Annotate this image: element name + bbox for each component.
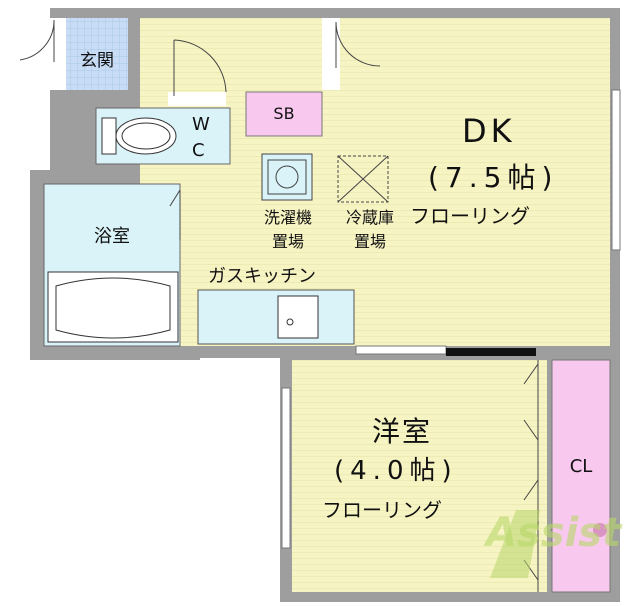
closet bbox=[551, 359, 611, 593]
western-window bbox=[281, 387, 291, 549]
dk-floor-label: フローリング bbox=[410, 204, 530, 228]
bath-label: 浴室 bbox=[94, 226, 130, 247]
sb-label: SB bbox=[273, 104, 295, 123]
western-size-label: (4.0帖) bbox=[334, 456, 458, 486]
bath-door bbox=[169, 189, 181, 240]
genkan-label: 玄関 bbox=[80, 51, 114, 71]
dk-size-label: (7.5帖) bbox=[428, 161, 559, 194]
genkan-tiles bbox=[66, 18, 128, 90]
wc-door bbox=[168, 39, 227, 106]
dk-name-label: DK bbox=[462, 112, 516, 150]
fridge-label-line2: 置場 bbox=[353, 232, 386, 251]
sink-icon bbox=[277, 295, 319, 339]
dk-door bbox=[322, 18, 381, 90]
wc-label-line1: W bbox=[192, 114, 210, 135]
entrance-door bbox=[19, 18, 66, 90]
western-name-label: 洋室 bbox=[372, 415, 433, 448]
washer-icon bbox=[261, 153, 313, 201]
shoe-box bbox=[245, 91, 323, 137]
kitchen-label: ガスキッチン bbox=[208, 266, 316, 287]
washer-label-line2: 置場 bbox=[271, 232, 304, 251]
assist-logo bbox=[490, 510, 607, 578]
fridge-label-line1: 冷蔵庫 bbox=[345, 208, 394, 227]
western-floor-label: フローリング bbox=[322, 498, 442, 522]
sliding-door bbox=[355, 345, 447, 355]
wc-label-line2: C bbox=[192, 140, 205, 161]
fridge-space bbox=[337, 155, 389, 203]
closet-label: CL bbox=[569, 456, 593, 477]
watermark-text: Assist bbox=[486, 510, 622, 556]
dk-window bbox=[611, 89, 621, 251]
sliding-door-dark bbox=[446, 348, 536, 356]
toilet-icon bbox=[101, 117, 177, 155]
closet-doors bbox=[523, 360, 539, 592]
kitchen-counter bbox=[197, 289, 355, 345]
washer-label-line1: 洗濯機 bbox=[263, 208, 312, 227]
bathtub-icon bbox=[47, 271, 179, 343]
